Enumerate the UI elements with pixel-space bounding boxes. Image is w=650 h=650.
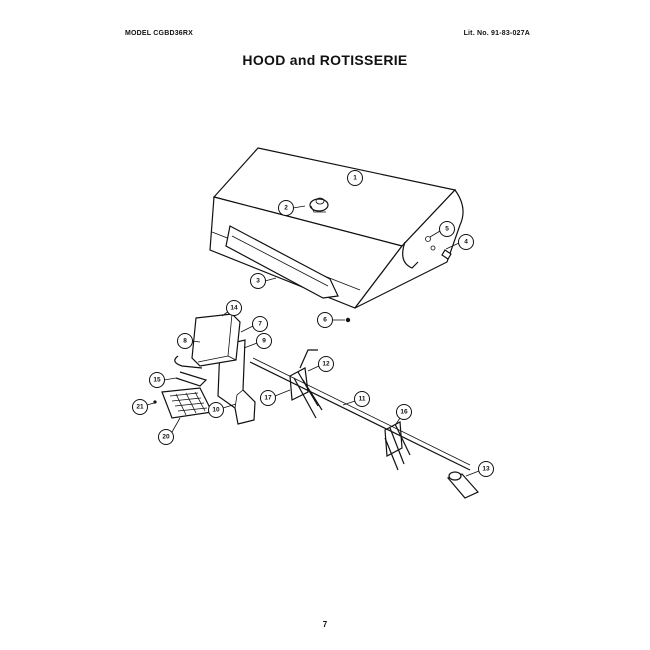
svg-text:2: 2: [284, 205, 288, 212]
hood-thermometer: [309, 197, 329, 213]
callout-1: 1: [347, 170, 363, 186]
hood-pivot-hardware: [425, 236, 452, 260]
page-number: 7: [322, 620, 328, 629]
callout-13: 13: [465, 461, 494, 477]
page-title: HOOD and ROTISSERIE: [242, 52, 408, 68]
callout-2: 2: [278, 200, 306, 216]
literature-number: Lit. No. 91-83-027A: [463, 30, 530, 37]
svg-text:1: 1: [353, 175, 357, 182]
callout-11: 11: [342, 391, 370, 407]
bracket-clip: [174, 355, 208, 387]
svg-text:12: 12: [322, 361, 330, 368]
svg-text:11: 11: [359, 396, 366, 403]
hood-handle: [225, 225, 339, 299]
svg-text:8: 8: [183, 338, 187, 345]
callout-10: 10: [208, 402, 237, 418]
callout-6: 6: [317, 312, 345, 328]
callout-3: 3: [250, 273, 277, 289]
callout-8: 8: [177, 333, 201, 349]
svg-text:15: 15: [153, 377, 161, 384]
callout-12: 12: [307, 356, 334, 372]
svg-text:6: 6: [323, 317, 327, 324]
rotisserie-motor: [191, 313, 241, 367]
svg-text:5: 5: [445, 226, 449, 233]
callout-20: 20: [158, 417, 181, 445]
svg-text:14: 14: [230, 305, 238, 312]
svg-text:17: 17: [264, 395, 272, 402]
svg-text:21: 21: [136, 404, 144, 411]
callout-15: 15: [149, 372, 177, 388]
svg-text:10: 10: [212, 407, 220, 414]
svg-text:16: 16: [400, 409, 408, 416]
callout-9: 9: [243, 333, 272, 349]
spit-fork-left: [289, 349, 323, 419]
svg-text:7: 7: [258, 321, 262, 328]
hood-screw: [345, 317, 351, 323]
svg-text:4: 4: [464, 239, 468, 246]
svg-text:9: 9: [262, 338, 266, 345]
callout-17: 17: [260, 389, 291, 406]
grill-plate: [161, 387, 213, 419]
callout-14: 14: [221, 300, 242, 317]
callout-5: 5: [429, 221, 455, 238]
grill-hood: [209, 147, 464, 309]
svg-text:20: 20: [162, 434, 170, 441]
callout-7: 7: [240, 316, 268, 333]
spit-fork-right: [384, 421, 411, 471]
callout-16: 16: [395, 404, 412, 425]
svg-text:13: 13: [482, 466, 490, 473]
svg-text:3: 3: [256, 278, 260, 285]
spit-rod: [249, 357, 471, 471]
callout-21: 21: [132, 399, 155, 415]
model-number: MODEL CGBD36RX: [125, 30, 194, 37]
plate-screw: [153, 400, 157, 404]
spit-handle: [446, 471, 479, 499]
callout-4: 4: [445, 234, 474, 250]
